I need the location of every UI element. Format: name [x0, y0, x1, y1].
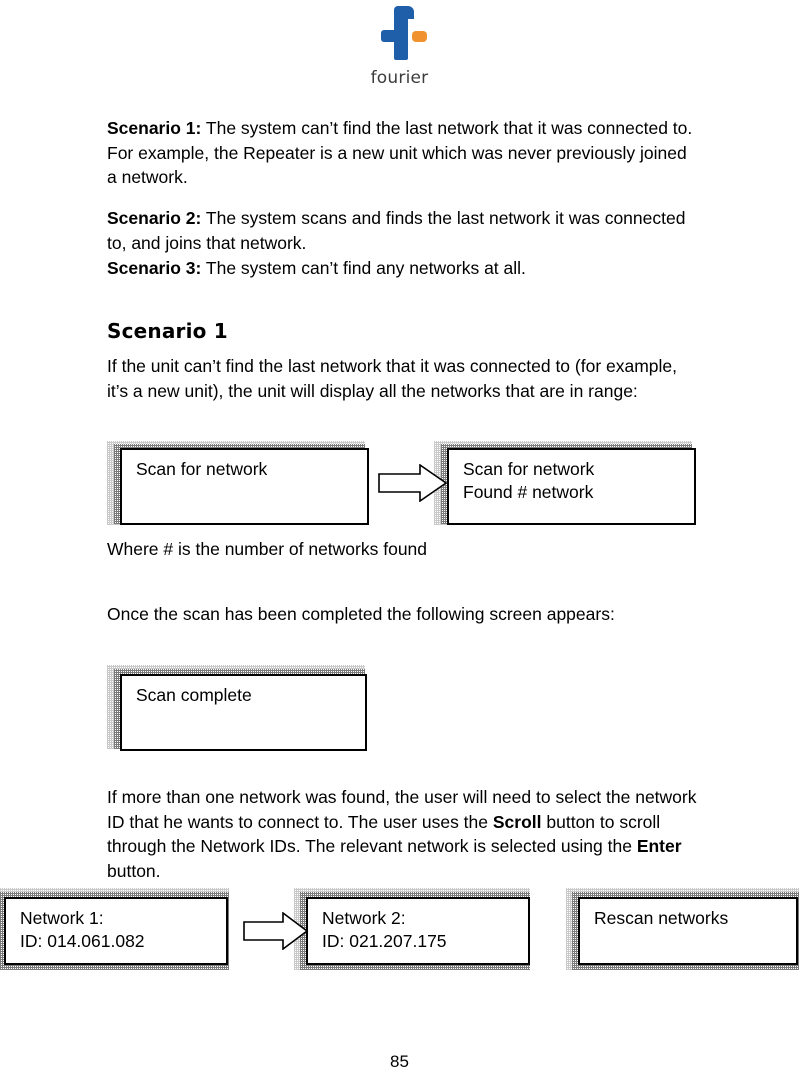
logo-orange-dot	[411, 31, 427, 42]
screen-scan-found: Scan for network Found # network	[447, 448, 696, 525]
logo-wordmark: fourier	[370, 68, 429, 88]
screen-network-1: Network 1: ID: 014.061.082	[4, 897, 228, 965]
screen-rescan-networks: Rescan networks	[578, 897, 798, 965]
paragraph-select-part-b: button to scroll through the Network IDs…	[107, 811, 661, 857]
screen-line-1: Network 1:	[20, 908, 104, 928]
paragraph-select-network: If more than one network was found, the …	[107, 785, 697, 883]
screen-line-2: ID: 021.207.175	[322, 931, 447, 951]
scenario-1-text: The system can’t find the last network t…	[107, 118, 693, 187]
section-heading: Scenario 1	[107, 319, 228, 343]
scenario-3-paragraph: Scenario 3: The system can’t find any ne…	[107, 256, 697, 281]
screen-scan-complete: Scan complete	[120, 674, 367, 751]
screen-line-2: ID: 014.061.082	[20, 931, 145, 951]
screen-line-2: Found # network	[463, 482, 594, 502]
screen-network-2: Network 2: ID: 021.207.175	[306, 897, 530, 965]
scenario-2-text: The system scans and finds the last netw…	[107, 208, 686, 253]
paragraph-once-scan-complete: Once the scan has been completed the fol…	[107, 604, 615, 624]
logo-f-stem	[393, 6, 408, 60]
screen-scan-for-network: Scan for network	[120, 448, 369, 525]
scenario-3-text: The system can’t find any networks at al…	[201, 258, 526, 278]
enter-button-label: Enter	[636, 836, 682, 856]
screen-line-1: Scan for network	[463, 459, 595, 479]
brand-logo: fourier	[0, 4, 799, 88]
logo-f-hook	[393, 6, 414, 19]
screen-line-1: Scan for network	[136, 459, 268, 479]
paragraph-select-part-a: If more than one network was found, the …	[107, 787, 697, 832]
screen-line-1: Scan complete	[136, 685, 252, 705]
caption-where: Where # is the number of networks found	[107, 539, 428, 559]
paragraph-select-part-c: button.	[107, 860, 161, 881]
block-arrow-right-icon	[378, 464, 448, 502]
logo-f-crossbar	[380, 30, 401, 42]
scenario-2-paragraph: Scenario 2: The system scans and finds t…	[107, 206, 697, 255]
screen-line-1: Rescan networks	[594, 908, 729, 928]
scenario-3-label: Scenario 3:	[107, 258, 202, 278]
block-arrow-right-icon	[243, 912, 309, 950]
scenario-1-label: Scenario 1:	[107, 118, 202, 138]
fourier-f-logo-icon	[372, 4, 428, 62]
scroll-button-label: Scroll	[492, 811, 542, 832]
page-number: 85	[390, 1052, 409, 1071]
scenario-2-label: Scenario 2:	[107, 208, 202, 228]
section-intro-paragraph: If the unit can’t find the last network …	[107, 356, 678, 401]
screen-line-1: Network 2:	[322, 908, 406, 928]
scenario-1-paragraph: Scenario 1: The system can’t find the la…	[107, 116, 697, 190]
